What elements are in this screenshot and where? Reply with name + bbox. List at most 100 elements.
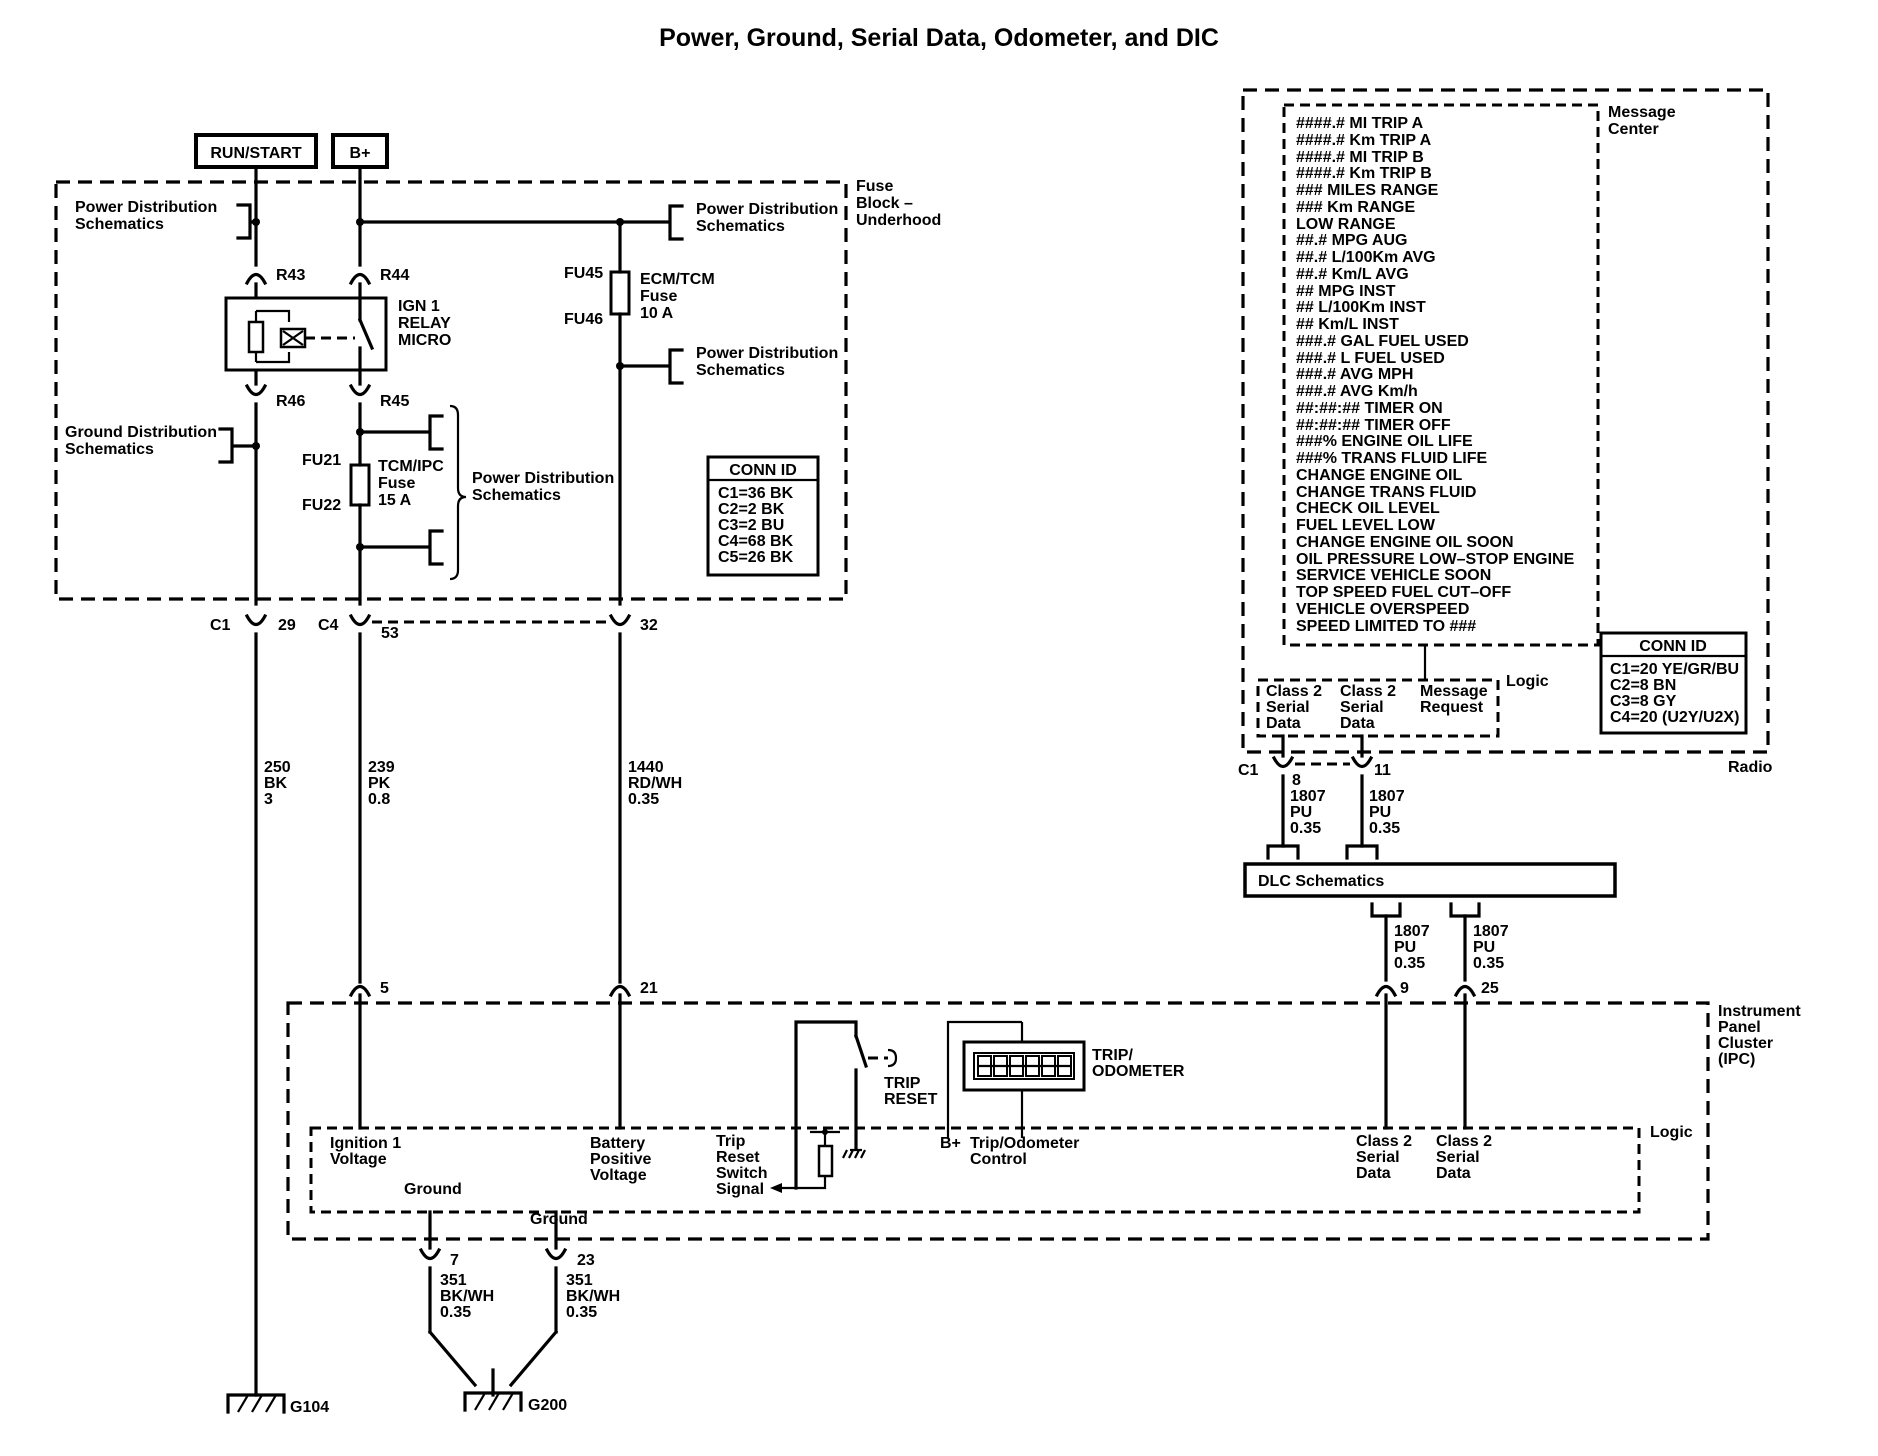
wire-label: PU — [1394, 939, 1416, 956]
ipc-pin-label: Reset — [716, 1149, 760, 1166]
pin-21: 21 — [640, 980, 658, 997]
radio-pin-label: Data — [1340, 715, 1375, 732]
fu46-label: FU46 — [564, 311, 603, 328]
message-item: SPEED LIMITED TO ### — [1296, 618, 1476, 635]
conn-id-row: C2=8 BN — [1610, 677, 1676, 694]
pin-53: 53 — [381, 625, 399, 642]
fuse-block-label: Fuse — [856, 178, 893, 195]
fu21-label: FU21 — [302, 452, 341, 469]
trip-reset-switch: TRIP RESET — [770, 1020, 938, 1193]
pin-29: 29 — [278, 617, 296, 634]
ipc-pin-label: Positive — [590, 1151, 651, 1168]
diagram-title: Power, Ground, Serial Data, Odometer, an… — [659, 24, 1219, 52]
ipc-pin-label: Voltage — [330, 1151, 387, 1168]
pin-11: 11 — [1374, 762, 1391, 779]
radio-pin-label: Data — [1266, 715, 1301, 732]
run-start-source: RUN/START — [194, 133, 318, 169]
fuse-block-label: Block – — [856, 195, 913, 212]
message-item: ###.# L FUEL USED — [1296, 350, 1445, 367]
ground-distribution-ref: Ground Distribution Schematics — [65, 424, 258, 464]
pin-7: 7 — [450, 1252, 459, 1269]
ipc-connector-21 — [608, 984, 632, 998]
odometer-label: TRIP/ — [1092, 1047, 1133, 1064]
radio-label: Radio — [1728, 759, 1773, 776]
ipc-pin-label: Trip — [716, 1133, 746, 1150]
message-center-label: Message — [1608, 104, 1676, 121]
pd-label: Power Distribution — [75, 199, 217, 216]
wire-label: 1807 — [1369, 788, 1405, 805]
message-list: ####.# MI TRIP A ####.# Km TRIP A ####.#… — [1296, 115, 1575, 635]
run-start-label: RUN/START — [210, 145, 301, 162]
message-item: ####.# MI TRIP B — [1296, 149, 1424, 166]
message-item: ###% TRANS FLUID LIFE — [1296, 450, 1487, 467]
wire-label: 1807 — [1290, 788, 1326, 805]
message-item: ##.# Km/L AVG — [1296, 266, 1409, 283]
radio-pin-label: Message — [1420, 683, 1488, 700]
message-item: CHANGE ENGINE OIL — [1296, 467, 1462, 484]
bplus-circuit — [348, 165, 372, 606]
pin-32: 32 — [640, 617, 658, 634]
conn-id-row: C4=68 BK — [718, 533, 794, 550]
message-item: LOW RANGE — [1296, 216, 1396, 233]
pd-label: Schematics — [696, 218, 785, 235]
ipc-ground-circuit — [418, 1210, 568, 1397]
message-item: TOP SPEED FUEL CUT–OFF — [1296, 584, 1511, 601]
message-item: ####.# Km TRIP A — [1296, 132, 1432, 149]
fu22-label: FU22 — [302, 497, 341, 514]
wire-label: 0.35 — [1290, 820, 1321, 837]
wire-label: RD/WH — [628, 775, 682, 792]
ipc-label: Cluster — [1718, 1035, 1773, 1052]
c4-label: C4 — [318, 617, 339, 634]
message-item: ###.# AVG Km/h — [1296, 383, 1418, 400]
bplus-label: B+ — [350, 145, 371, 162]
conn-id-table-right: CONN ID C1=20 YE/GR/BU C2=8 BN C3=8 GY C… — [1599, 631, 1748, 735]
radio-module: Radio Message Center Logic — [1241, 88, 1773, 776]
ipc-pin-label: Class 2 — [1436, 1133, 1492, 1150]
message-item: ##.# MPG AUG — [1296, 232, 1407, 249]
wire-label: PK — [368, 775, 391, 792]
conn-id-row: C2=2 BK — [718, 501, 785, 518]
ipc-label: (IPC) — [1718, 1051, 1755, 1068]
message-item: ##:##:## TIMER ON — [1296, 400, 1443, 417]
ipc-pin-label: Control — [970, 1151, 1027, 1168]
wire-label: 3 — [264, 791, 273, 808]
ipc-pin-label: Voltage — [590, 1167, 647, 1184]
message-item: ### Km RANGE — [1296, 199, 1415, 216]
power-distribution-ref-d: Power Distribution Schematics — [358, 404, 614, 581]
message-item: ## Km/L INST — [1296, 316, 1399, 333]
pin-5: 5 — [380, 980, 389, 997]
message-item: VEHICLE OVERSPEED — [1296, 601, 1469, 618]
ipc-pin-label: Class 2 — [1356, 1133, 1412, 1150]
r45-label: R45 — [380, 393, 409, 410]
pd-label: Power Distribution — [472, 470, 614, 487]
message-item: ## L/100Km INST — [1296, 299, 1426, 316]
dlc-to-ipc-wires — [1370, 902, 1481, 1130]
radio-logic-pins: Class 2 Serial Data Class 2 Serial Data … — [1266, 683, 1488, 732]
message-item: ##.# L/100Km AVG — [1296, 249, 1436, 266]
radio-pin-label: Serial — [1266, 699, 1310, 716]
ground-g200-icon: G200 — [463, 1391, 567, 1414]
message-item: ### MILES RANGE — [1296, 182, 1439, 199]
radio-logic-label: Logic — [1506, 673, 1549, 690]
message-item: ###.# GAL FUEL USED — [1296, 333, 1469, 350]
wire-label: 239 — [368, 759, 395, 776]
ipc-pin-label: Ground — [404, 1181, 462, 1198]
r44-label: R44 — [380, 267, 409, 284]
ipc-label: Instrument — [1718, 1003, 1801, 1020]
r46-label: R46 — [276, 393, 305, 410]
wire-label: 0.35 — [1473, 955, 1504, 972]
pd-label: Schematics — [75, 216, 164, 233]
pd-label: Schematics — [472, 487, 561, 504]
wire-label: 0.35 — [1394, 955, 1425, 972]
radio-pin-label: Class 2 — [1266, 683, 1322, 700]
ipc-pin-label: Trip/Odometer — [970, 1135, 1079, 1152]
ipc-pin-label: Serial — [1436, 1149, 1480, 1166]
message-item: CHANGE ENGINE OIL SOON — [1296, 534, 1514, 551]
tcm-fuse-label: TCM/IPC — [378, 458, 444, 475]
wire-label: 0.35 — [1369, 820, 1400, 837]
conn-id-row: C4=20 (U2Y/U2X) — [1610, 709, 1739, 726]
trip-reset-label: RESET — [884, 1091, 938, 1108]
wire-label: 351 — [566, 1272, 593, 1289]
wire-label: 250 — [264, 759, 291, 776]
